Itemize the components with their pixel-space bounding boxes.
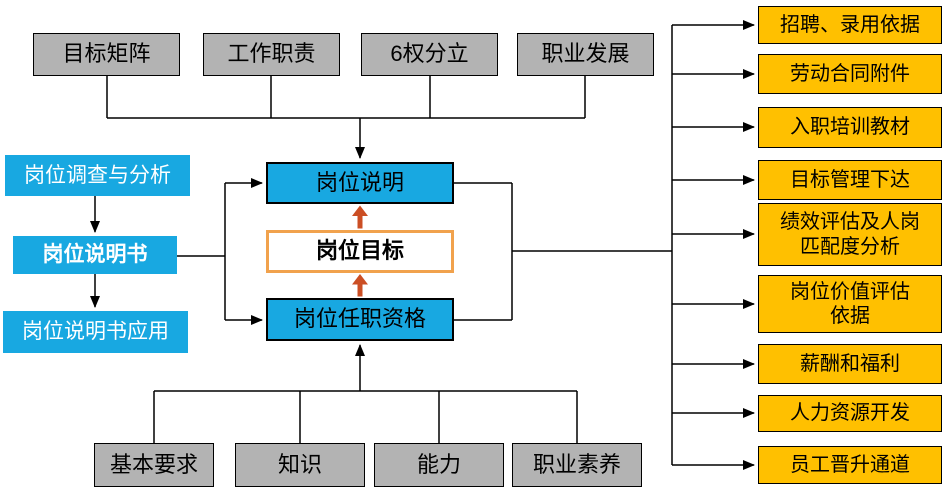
left-connectors	[90, 178, 263, 325]
output-performance-evaluation-person-job-fit: 绩效评估及人岗 匹配度分析	[758, 203, 942, 266]
output-salary-and-benefits: 薪酬和福利	[758, 344, 942, 384]
output-hr-development: 人力资源开发	[758, 395, 942, 432]
node-job-duties: 工作职责	[203, 33, 340, 76]
node-job-description: 岗位说明	[266, 162, 454, 204]
output-recruitment-hiring-basis: 招聘、录用依据	[758, 6, 942, 44]
right-spine	[671, 20, 755, 470]
objective-red-arrows	[352, 205, 368, 297]
output-goal-management-delivery: 目标管理下达	[758, 160, 942, 200]
node-job-description-application: 岗位说明书应用	[3, 311, 188, 353]
node-job-objective: 岗位目标	[266, 230, 454, 273]
output-employee-promotion-channel: 员工晋升通道	[758, 446, 942, 484]
node-professional-quality: 职业素养	[512, 443, 642, 487]
output-labor-contract-attachment: 劳动合同附件	[758, 54, 942, 94]
node-job-description-manual: 岗位说明书	[13, 236, 177, 274]
top-connectors	[106, 76, 586, 159]
output-onboarding-training-material: 入职培训教材	[758, 107, 942, 148]
node-knowledge: 知识	[235, 443, 365, 487]
node-basic-requirements: 基本要求	[94, 443, 214, 487]
red-arrow-up-icon	[352, 205, 368, 229]
node-six-powers-separation: 6权分立	[361, 33, 498, 76]
node-job-survey-analysis: 岗位调查与分析	[5, 155, 190, 196]
node-goal-matrix: 目标矩阵	[33, 33, 180, 76]
output-job-value-evaluation-basis: 岗位价值评估 依据	[758, 275, 942, 333]
red-arrow-up-icon	[352, 274, 368, 297]
right-bracket	[454, 182, 672, 321]
bottom-connectors	[153, 344, 578, 443]
node-ability: 能力	[374, 443, 504, 487]
node-job-qualification: 岗位任职资格	[266, 298, 454, 341]
node-career-development: 职业发展	[517, 33, 654, 76]
